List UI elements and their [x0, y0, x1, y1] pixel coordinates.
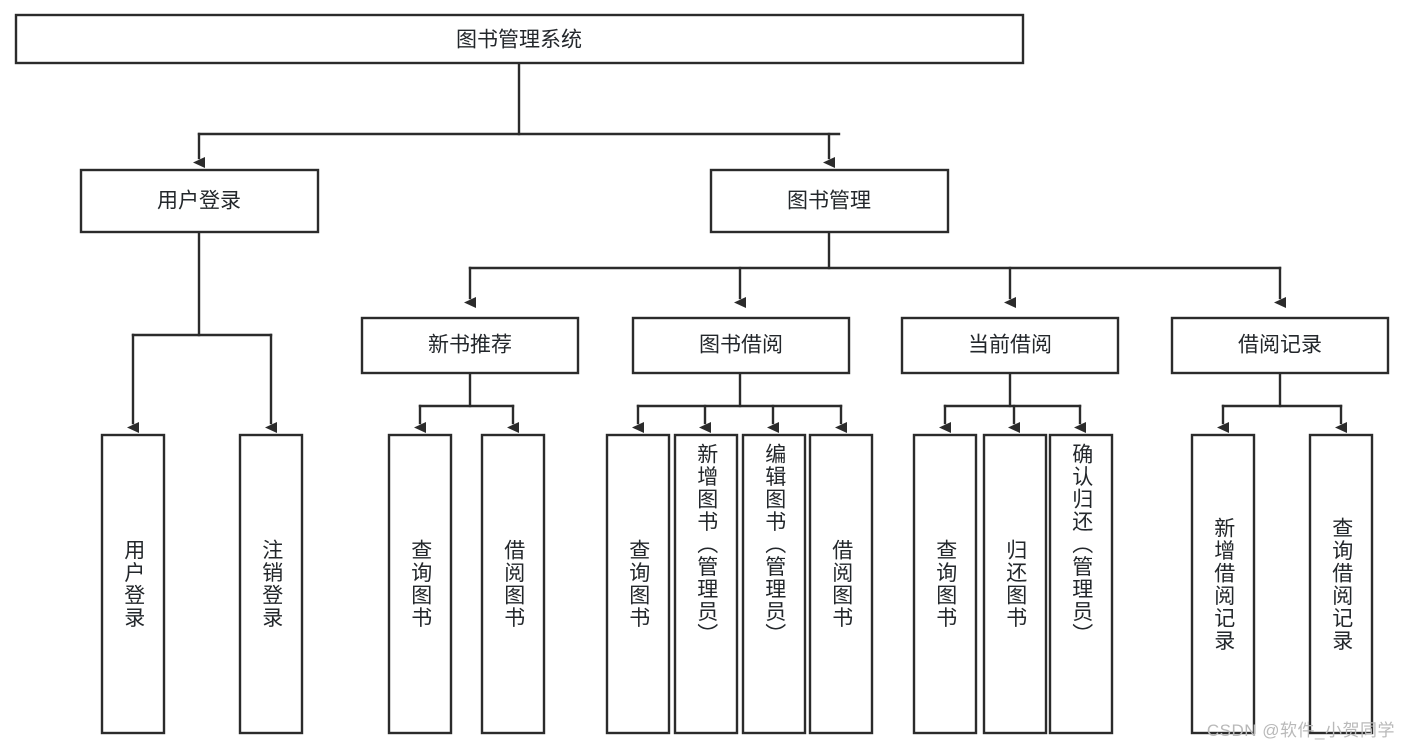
- leaf-boxes-current-borrow: [912, 433, 1114, 735]
- node-label-root: 图书管理系统: [456, 29, 582, 52]
- node-current-borrow[interactable]: 当前借阅: [900, 316, 1120, 375]
- leaf-box[interactable]: [1308, 433, 1374, 735]
- connector-borrowrecord-to-leaves: [1217, 371, 1347, 433]
- node-label-new-book-recommend: 新书推荐: [428, 334, 512, 357]
- node-user-login[interactable]: 用户登录: [79, 168, 320, 234]
- node-book-borrow[interactable]: 图书借阅: [631, 316, 851, 375]
- connector-newbook-to-leaves: [414, 371, 519, 433]
- leaf-boxes-borrow-record: [1190, 433, 1374, 735]
- leaf-box[interactable]: [238, 433, 304, 735]
- leaf-box[interactable]: [808, 433, 874, 735]
- connector-currentborrow-to-leaves: [939, 371, 1086, 433]
- node-borrow-record[interactable]: 借阅记录: [1170, 316, 1390, 375]
- node-label-book-borrow: 图书借阅: [699, 334, 783, 357]
- csdn-watermark: CSDN @软件_小贺同学: [1206, 721, 1395, 740]
- node-label-current-borrow: 当前借阅: [968, 334, 1052, 357]
- leaf-box[interactable]: [982, 433, 1048, 735]
- leaf-boxes-user-login: [100, 433, 304, 735]
- node-label-borrow-record: 借阅记录: [1238, 334, 1322, 357]
- node-label-user-login: 用户登录: [157, 190, 241, 213]
- node-new-book-recommend[interactable]: 新书推荐: [360, 316, 580, 375]
- connector-userlogin-to-leaves: [127, 230, 277, 433]
- node-label-book-manage: 图书管理: [787, 190, 871, 213]
- connector-bookmanage-to-level3: [464, 230, 1286, 308]
- leaf-box[interactable]: [1190, 433, 1256, 735]
- leaf-box[interactable]: [1048, 433, 1114, 735]
- leaf-boxes-book-borrow: [605, 433, 874, 735]
- leaf-box[interactable]: [741, 433, 807, 735]
- leaf-box[interactable]: [605, 433, 671, 735]
- leaf-box[interactable]: [387, 433, 453, 735]
- leaf-box[interactable]: [100, 433, 166, 735]
- leaf-box[interactable]: [480, 433, 546, 735]
- connector-root-to-level2: [193, 61, 841, 168]
- leaf-box[interactable]: [912, 433, 978, 735]
- leaf-boxes-new-book-recommend: [387, 433, 546, 735]
- leaf-box[interactable]: [673, 433, 739, 735]
- connector-bookborrow-to-leaves: [632, 371, 847, 433]
- node-book-manage[interactable]: 图书管理: [709, 168, 950, 234]
- node-book-management-system[interactable]: 图书管理系统: [14, 13, 1025, 65]
